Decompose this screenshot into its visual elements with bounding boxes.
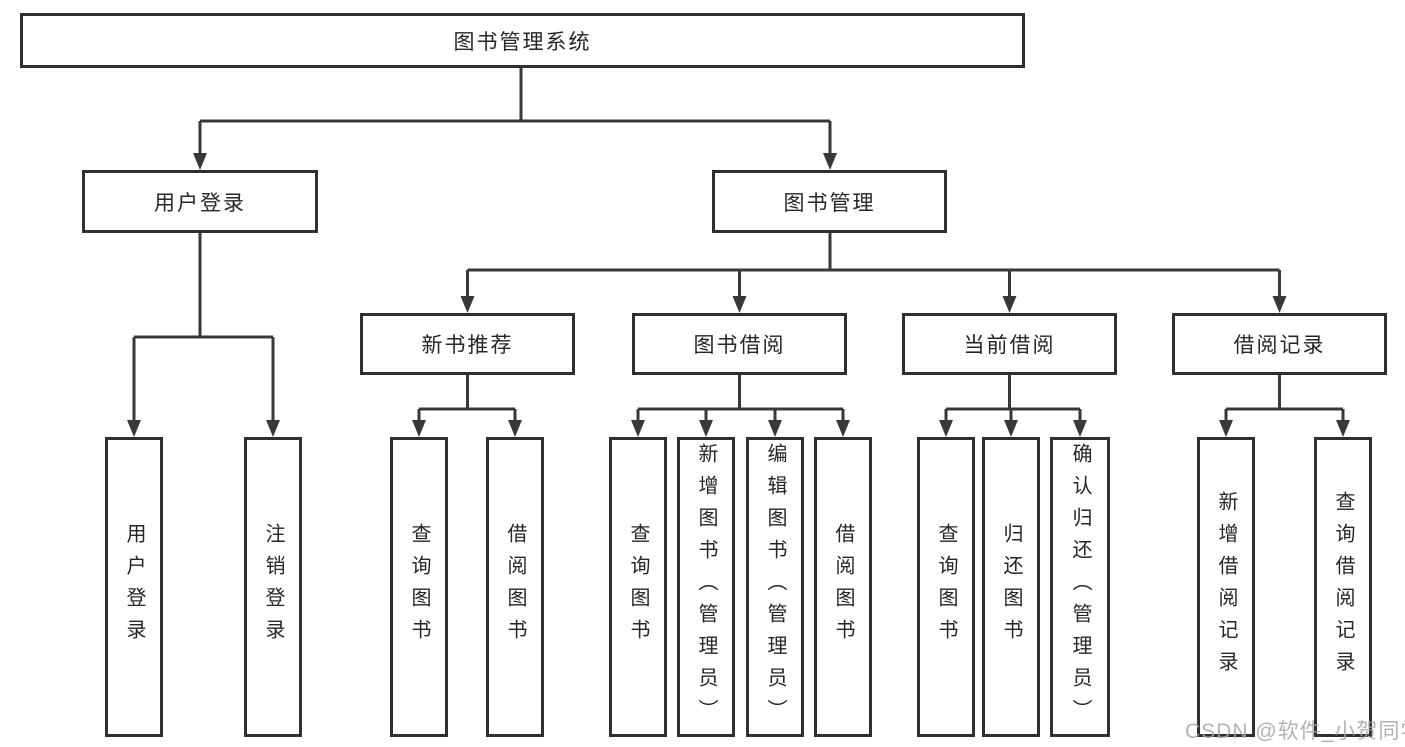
leaf-logout-label: 注销登录: [262, 523, 284, 651]
leaf-query-books-current-label: 查询图书: [935, 523, 957, 651]
leaf-query-books-borrow-label: 查询图书: [627, 523, 649, 651]
leaf-confirm-return-admin: 确认归还（管理员）: [1050, 437, 1110, 737]
node-book-borrow: 图书借阅: [632, 313, 847, 375]
leaf-query-books-recommend-label: 查询图书: [408, 523, 430, 651]
leaf-borrow-books: 借阅图书: [814, 437, 872, 737]
node-library-management-system: 图书管理系统: [20, 13, 1025, 68]
leaf-add-book-admin: 新增图书（管理员）: [677, 437, 735, 737]
leaf-borrow-books-recommend-label: 借阅图书: [504, 523, 526, 651]
node-user-login: 用户登录: [82, 170, 318, 233]
node-borrow-records: 借阅记录: [1172, 313, 1387, 375]
leaf-add-borrow-record: 新增借阅记录: [1197, 437, 1255, 737]
leaf-add-book-admin-label: 新增图书（管理员）: [695, 443, 717, 731]
node-current-borrow: 当前借阅: [902, 313, 1117, 375]
leaf-user-login: 用户登录: [105, 437, 163, 737]
node-new-book-recommend: 新书推荐: [360, 313, 575, 375]
leaf-add-borrow-record-label: 新增借阅记录: [1215, 491, 1237, 683]
leaf-user-login-label: 用户登录: [123, 523, 145, 651]
leaf-query-borrow-record: 查询借阅记录: [1314, 437, 1372, 737]
leaf-return-book-label: 归还图书: [1000, 523, 1022, 651]
leaf-edit-book-admin-label: 编辑图书（管理员）: [764, 443, 786, 731]
leaf-query-borrow-record-label: 查询借阅记录: [1332, 491, 1354, 683]
leaf-borrow-books-label: 借阅图书: [832, 523, 854, 651]
leaf-query-books-recommend: 查询图书: [390, 437, 448, 737]
leaf-confirm-return-admin-label: 确认归还（管理员）: [1069, 443, 1091, 731]
leaf-return-book: 归还图书: [982, 437, 1040, 737]
leaf-borrow-books-recommend: 借阅图书: [486, 437, 544, 737]
node-book-management: 图书管理: [712, 170, 947, 233]
leaf-query-books-borrow: 查询图书: [609, 437, 667, 737]
leaf-edit-book-admin: 编辑图书（管理员）: [746, 437, 804, 737]
leaf-query-books-current: 查询图书: [917, 437, 975, 737]
watermark-text: CSDN @软件_小贺同学: [1185, 720, 1405, 743]
leaf-logout: 注销登录: [244, 437, 302, 737]
